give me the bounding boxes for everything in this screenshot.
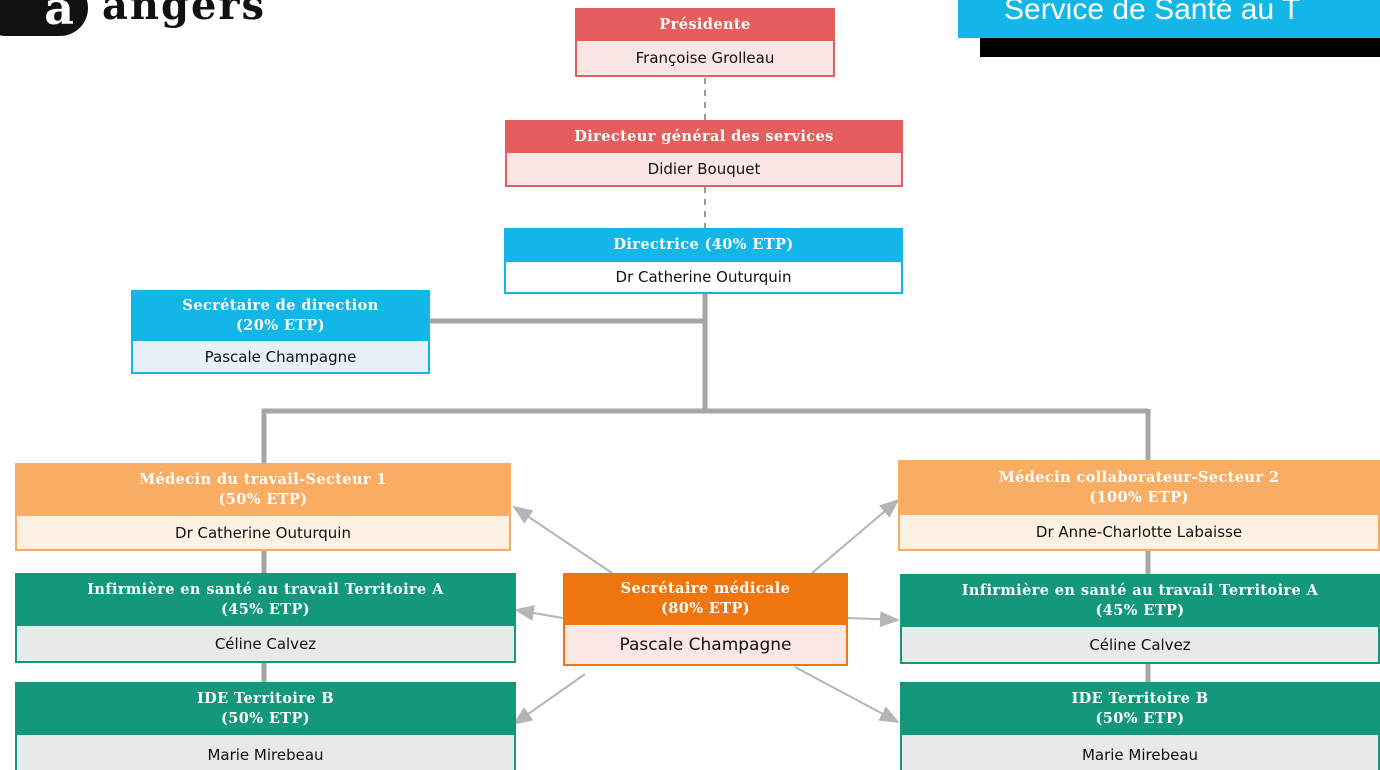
- node-secretaire-direction: Secrétaire de direction (20% ETP) Pascal…: [131, 290, 430, 374]
- node-person: Céline Calvez: [15, 626, 516, 663]
- node-role-line1: Médecin collaborateur-Secteur 2: [998, 468, 1280, 486]
- node-role-line1: Secrétaire de direction: [182, 296, 379, 314]
- node-role-line1: Médecin du travail-Secteur 1: [139, 470, 387, 488]
- node-role-line2: (20% ETP): [235, 316, 326, 334]
- arrow-to-medecin-s2: [811, 498, 900, 574]
- node-role: Médecin du travail-Secteur 1 (50% ETP): [15, 463, 511, 516]
- banner-title: Service de Santé au T: [958, 0, 1380, 38]
- node-ide-right: IDE Territoire B (50% ETP) Marie Mirebea…: [900, 682, 1380, 770]
- node-person: Pascale Champagne: [131, 341, 430, 374]
- arrow-to-ide-right: [794, 666, 900, 723]
- node-role-line2: (45% ETP): [220, 600, 311, 618]
- node-role: IDE Territoire B (50% ETP): [900, 682, 1380, 735]
- node-role: Infirmière en santé au travail Territoir…: [900, 574, 1380, 627]
- node-role-line2: (50% ETP): [1095, 709, 1185, 727]
- arrow-to-infirmiere-right: [847, 611, 900, 628]
- node-person: Didier Bouquet: [505, 153, 903, 187]
- node-medecin-secteur-2: Médecin collaborateur-Secteur 2 (100% ET…: [898, 460, 1380, 551]
- node-infirmiere-right: Infirmière en santé au travail Territoir…: [900, 574, 1380, 664]
- node-directrice: Directrice (40% ETP) Dr Catherine Outurq…: [504, 228, 903, 294]
- node-role: Médecin collaborateur-Secteur 2 (100% ET…: [898, 460, 1380, 515]
- node-secretaire-medicale: Secrétaire médicale (80% ETP) Pascale Ch…: [563, 573, 848, 666]
- logo-wordmark: angers: [102, 0, 267, 29]
- node-presidente: Présidente Françoise Grolleau: [575, 8, 835, 77]
- angers-logo: a angers: [0, 0, 300, 36]
- node-person: Françoise Grolleau: [575, 41, 835, 77]
- node-role: Infirmière en santé au travail Territoir…: [15, 573, 516, 626]
- arrow-to-infirmiere-left: [514, 605, 564, 621]
- node-medecin-secteur-1: Médecin du travail-Secteur 1 (50% ETP) D…: [15, 463, 511, 551]
- node-role-line2: (45% ETP): [1095, 601, 1185, 619]
- node-role-line2: (50% ETP): [218, 490, 308, 508]
- node-infirmiere-left: Infirmière en santé au travail Territoir…: [15, 573, 516, 663]
- node-role-line2: (80% ETP): [660, 600, 751, 617]
- node-person: Marie Mirebeau: [900, 735, 1380, 770]
- node-person: Dr Anne-Charlotte Labaisse: [898, 515, 1380, 551]
- node-dgs: Directeur général des services Didier Bo…: [505, 120, 903, 187]
- node-role-line1: IDE Territoire B: [1071, 689, 1209, 707]
- arrow-to-ide-left: [512, 673, 586, 726]
- node-role: Directeur général des services: [505, 120, 903, 153]
- node-role-line1: Infirmière en santé au travail Territoir…: [87, 580, 444, 598]
- node-role: Présidente: [575, 8, 835, 41]
- logo-mark: a: [0, 0, 88, 36]
- node-person: Marie Mirebeau: [15, 735, 516, 770]
- node-role: IDE Territoire B (50% ETP): [15, 682, 516, 735]
- node-person: Céline Calvez: [900, 627, 1380, 664]
- node-person: Dr Catherine Outurquin: [15, 516, 511, 551]
- node-role-line2: (100% ETP): [1089, 488, 1189, 506]
- arrow-to-medecin-s1: [512, 505, 613, 574]
- node-person: Dr Catherine Outurquin: [504, 262, 903, 294]
- node-role: Directrice (40% ETP): [504, 228, 903, 262]
- node-role: Secrétaire de direction (20% ETP): [131, 290, 430, 341]
- node-role-line1: Secrétaire médicale: [620, 580, 791, 597]
- node-role-line1: Infirmière en santé au travail Territoir…: [961, 581, 1319, 599]
- node-role-line1: IDE Territoire B: [196, 689, 335, 707]
- node-role-line2: (50% ETP): [220, 709, 311, 727]
- node-person: Pascale Champagne: [563, 625, 848, 666]
- node-ide-left: IDE Territoire B (50% ETP) Marie Mirebea…: [15, 682, 516, 770]
- node-role: Secrétaire médicale (80% ETP): [563, 573, 848, 625]
